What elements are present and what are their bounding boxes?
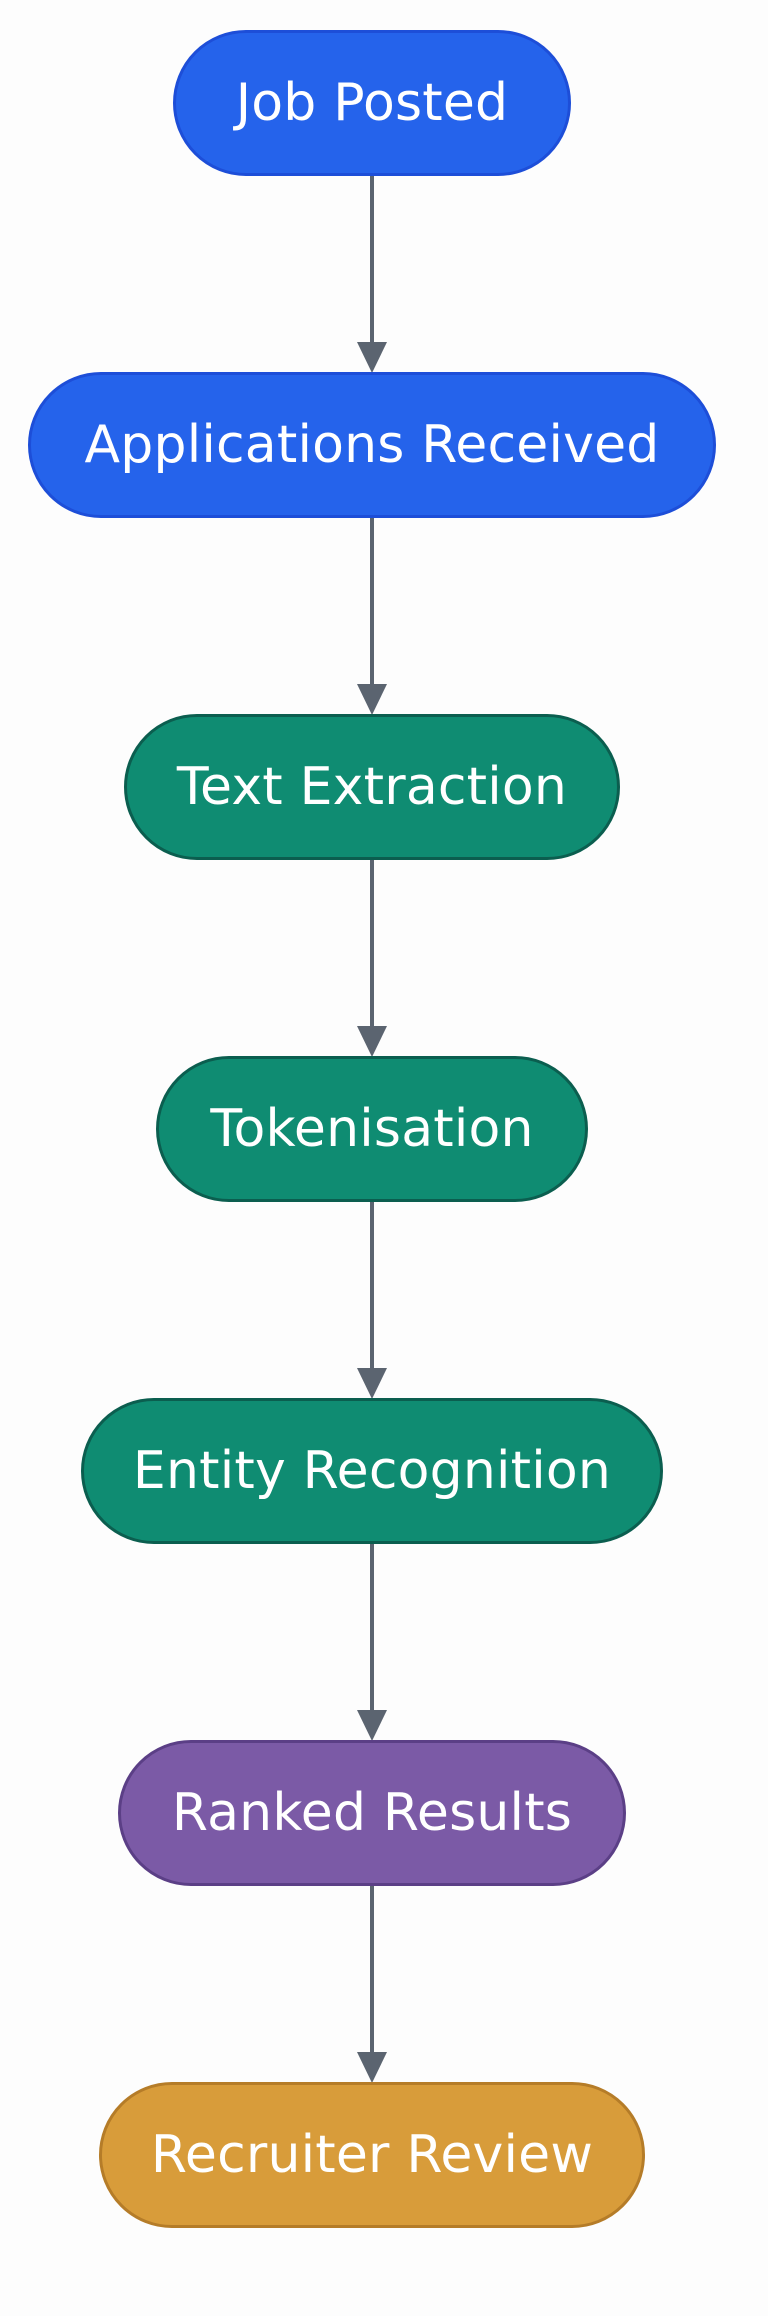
node-label: Ranked Results <box>171 1783 573 1843</box>
node-label: Recruiter Review <box>150 2125 594 2185</box>
edge-arrowhead-tokenisation-to-entity-recognition <box>357 1368 387 1399</box>
node-applications-received: Applications Received <box>28 372 716 518</box>
node-job-posted: Job Posted <box>173 30 571 176</box>
node-label: Text Extraction <box>176 757 568 817</box>
edge-arrowhead-text-extraction-to-tokenisation <box>357 1026 387 1057</box>
edge-arrowhead-job-posted-to-applications-received <box>357 342 387 373</box>
node-label: Job Posted <box>235 73 509 133</box>
node-entity-recognition: Entity Recognition <box>81 1398 663 1544</box>
node-label: Applications Received <box>84 415 660 475</box>
edge-arrowhead-entity-recognition-to-ranked-results <box>357 1710 387 1741</box>
edge-arrowhead-applications-received-to-text-extraction <box>357 684 387 715</box>
node-text-extraction: Text Extraction <box>124 714 620 860</box>
node-label: Tokenisation <box>210 1099 534 1159</box>
node-ranked-results: Ranked Results <box>118 1740 626 1886</box>
edge-arrowhead-ranked-results-to-recruiter-review <box>357 2052 387 2083</box>
node-recruiter-review: Recruiter Review <box>99 2082 645 2228</box>
node-tokenisation: Tokenisation <box>156 1056 588 1202</box>
node-label: Entity Recognition <box>132 1441 612 1501</box>
